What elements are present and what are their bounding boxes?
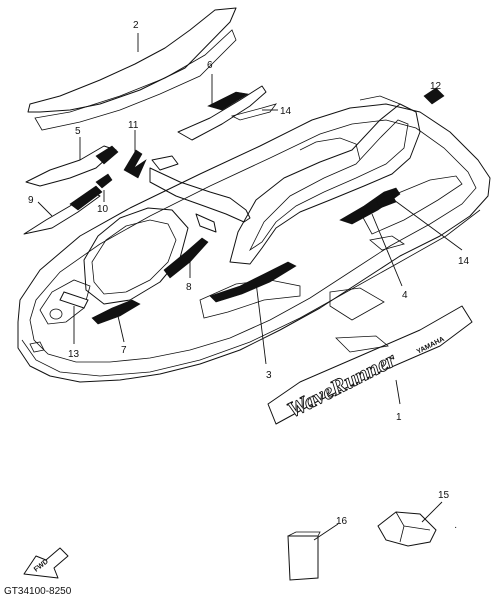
decal-1-waverunner-logo: WaveRunner YAMAHA <box>267 305 473 425</box>
decal-3 <box>209 261 297 303</box>
decal-2-side-stripe <box>27 7 237 131</box>
decal-11 <box>123 149 147 179</box>
waverunner-logo-text: WaveRunner <box>283 346 400 422</box>
callout-5: 5 <box>75 126 81 137</box>
callout-14-lower: 14 <box>458 256 470 267</box>
leader-4 <box>371 213 403 287</box>
callout-11: 11 <box>128 120 139 131</box>
callout-10: 10 <box>97 204 109 215</box>
decal-9-stripe <box>23 185 103 235</box>
leader-1 <box>395 379 401 405</box>
callout-14-top: 14 <box>280 106 292 117</box>
decal-5-stripe <box>25 145 119 187</box>
leader-7 <box>117 315 125 343</box>
decal-6-stripe <box>177 85 278 141</box>
callout-13: 13 <box>68 349 80 360</box>
decal-8 <box>163 237 209 279</box>
part-15-pad <box>377 511 437 547</box>
leader-14-lower <box>393 199 463 251</box>
leader-9 <box>37 201 53 217</box>
callout-4: 4 <box>402 290 408 301</box>
part-16-panel <box>287 531 321 581</box>
callout-1: 1 <box>396 412 402 423</box>
decal-10 <box>95 173 113 189</box>
callout-9: 9 <box>28 195 34 206</box>
callout-3: 3 <box>266 370 272 381</box>
leader-3 <box>255 281 267 365</box>
decal-12 <box>423 87 445 105</box>
drawing-code: GT34100-8250 <box>4 586 72 597</box>
leader-16 <box>313 523 339 541</box>
callout-8: 8 <box>186 282 192 293</box>
decal-13 <box>59 291 89 309</box>
decal-7 <box>91 299 141 325</box>
callout-16: 16 <box>336 516 348 527</box>
decal-4 <box>339 187 401 225</box>
watercraft-hull <box>17 95 491 383</box>
callout-12: 12 <box>430 81 442 92</box>
callout-15: 15 <box>438 490 450 501</box>
stray-mark: · <box>454 522 457 533</box>
callout-2: 2 <box>133 20 139 31</box>
callout-6: 6 <box>207 60 213 71</box>
forward-arrow-icon: FWD <box>23 547 69 579</box>
callout-7: 7 <box>121 345 127 356</box>
yamaha-brand-text: YAMAHA <box>416 336 446 356</box>
leader-15 <box>421 501 443 523</box>
fwd-label: FWD <box>33 558 50 573</box>
